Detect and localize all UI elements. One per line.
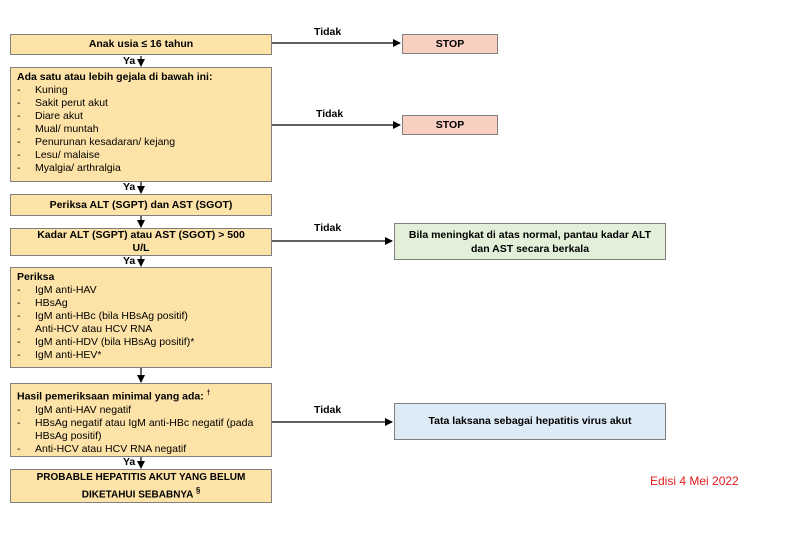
symptom-item: Kuning [17, 84, 265, 97]
test-item: IgM anti-HEV* [17, 349, 265, 362]
stop-text-1: STOP [435, 37, 465, 50]
test-item: IgM anti-HDV (bila HBsAg positif)* [17, 336, 265, 349]
tests-list: IgM anti-HAV HBsAg IgM anti-HBc (bila HB… [17, 284, 265, 362]
symptoms-box: Ada satu atau lebih gejala di bawah ini:… [10, 67, 272, 182]
yes-label-4: Ya [123, 456, 136, 468]
symptoms-title: Ada satu atau lebih gejala di bawah ini: [17, 71, 213, 83]
check-alt-text: Periksa ALT (SGPT) dan AST (SGOT) [49, 198, 233, 211]
results-footnote-mark: † [206, 390, 211, 397]
level-text: Kadar ALT (SGPT) atau AST (SGOT) > 500 U… [37, 229, 245, 254]
test-item: IgM anti-HAV [17, 284, 265, 297]
acute-box: Tata laksana sebagai hepatitis virus aku… [394, 403, 666, 440]
results-title-text: Hasil pemeriksaan minimal yang ada: [17, 390, 204, 403]
test-item: IgM anti-HBc (bila HBsAg positif) [17, 310, 265, 323]
age-text: Anak usia ≤ 16 tahun [88, 38, 194, 50]
results-title: Hasil pemeriksaan minimal yang ada: † [17, 387, 265, 404]
edition-label: Edisi 4 Mei 2022 [650, 474, 739, 488]
probable-box: PROBABLE HEPATITIS AKUT YANG BELUM DIKET… [10, 469, 272, 503]
symptom-item: Myalgia/ arthralgia [17, 162, 265, 175]
age-box: Anak usia ≤ 16 tahun [10, 34, 272, 55]
results-box: Hasil pemeriksaan minimal yang ada: † Ig… [10, 383, 272, 457]
result-item: IgM anti-HAV negatif [17, 404, 265, 417]
yes-label-1: Ya [123, 55, 136, 67]
test-item: HBsAg [17, 297, 265, 310]
result-item: Anti-HCV atau HCV RNA negatif [17, 443, 265, 456]
no-label-4: Tidak [314, 404, 342, 416]
stop-box-1: STOP [402, 34, 498, 54]
symptom-item: Sakit perut akut [17, 97, 265, 110]
symptoms-list: Kuning Sakit perut akut Diare akut Mual/… [17, 84, 265, 175]
yes-label-3: Ya [123, 255, 136, 267]
probable-text: PROBABLE HEPATITIS AKUT YANG BELUM DIKET… [25, 471, 257, 501]
test-item: Anti-HCV atau HCV RNA [17, 323, 265, 336]
monitor-text: Bila meningkat di atas normal, pantau ka… [408, 228, 652, 255]
results-list: IgM anti-HAV negatif HBsAg negatif atau … [17, 404, 265, 456]
no-label-3: Tidak [314, 222, 342, 234]
symptom-item: Mual/ muntah [17, 123, 265, 136]
tests-title: Periksa [17, 271, 55, 283]
symptom-item: Diare akut [17, 110, 265, 123]
symptom-item: Lesu/ malaise [17, 149, 265, 162]
stop-box-2: STOP [402, 115, 498, 135]
no-label-2: Tidak [316, 108, 344, 120]
result-item: HBsAg negatif atau IgM anti-HBc negatif … [17, 417, 265, 443]
level-box: Kadar ALT (SGPT) atau AST (SGOT) > 500 U… [10, 228, 272, 256]
symptom-item: Penurunan kesadaran/ kejang [17, 136, 265, 149]
probable-footnote-mark: § [195, 485, 201, 495]
check-alt-box: Periksa ALT (SGPT) dan AST (SGOT) [10, 194, 272, 216]
stop-text-2: STOP [435, 118, 465, 131]
probable-label: PROBABLE HEPATITIS AKUT YANG BELUM DIKET… [36, 471, 246, 501]
yes-label-2: Ya [123, 181, 136, 193]
tests-box: Periksa IgM anti-HAV HBsAg IgM anti-HBc … [10, 267, 272, 368]
no-label-1: Tidak [314, 26, 342, 38]
monitor-box: Bila meningkat di atas normal, pantau ka… [394, 223, 666, 260]
acute-text: Tata laksana sebagai hepatitis virus aku… [428, 415, 632, 427]
